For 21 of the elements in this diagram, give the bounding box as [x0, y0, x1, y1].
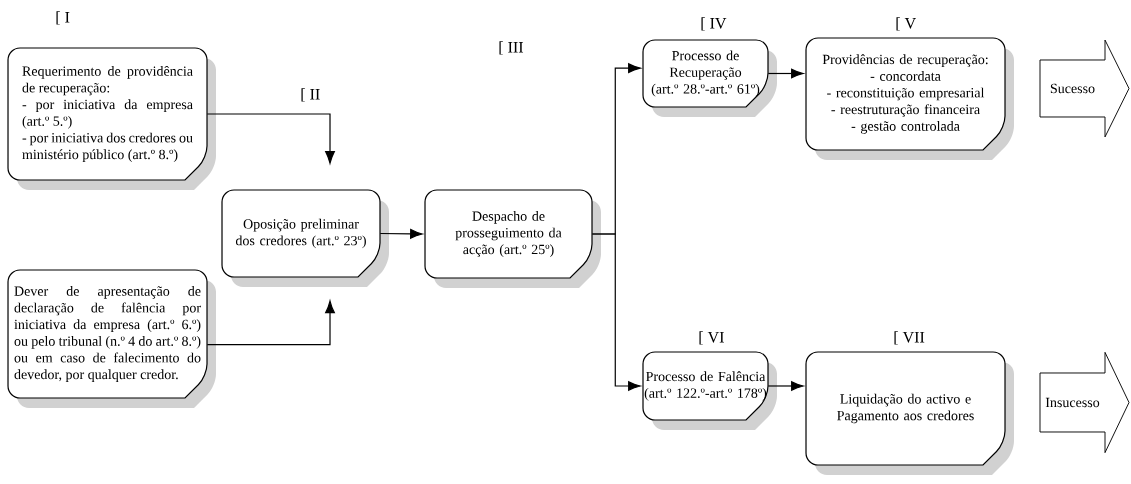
process-box: Requerimento de providência de recuperação: - por iniciativa da empresa (art.º 5.º) - por iniciativa dos credores ou ministério público (art.º 8.º) [7, 47, 216, 190]
process-box: Oposição preliminar dos credores (art.º 23º) [221, 189, 389, 287]
arrow [206, 113, 335, 164]
stage-number: [ II [301, 88, 320, 102]
arrow [206, 300, 335, 346]
arrow [767, 381, 804, 391]
stage-number: [ VI [699, 331, 724, 345]
process-box: Processo de Recuperação (art.º 28.º-art.º 61º) [642, 39, 777, 117]
arrow [379, 228, 423, 239]
process-box: Processo de Falência (art.º 122.º-art.º 178º) [642, 351, 777, 430]
stage-number: [ III [499, 41, 524, 55]
stage-number: [ V [896, 17, 916, 31]
stage-number: [ IV [701, 17, 727, 31]
stage-number: [ VII [894, 331, 925, 345]
arrow [591, 233, 641, 391]
arrow [767, 68, 804, 79]
process-box: Despacho de prosseguimento da acção (art.º 25º) [424, 189, 601, 288]
stage-number: [ I [56, 11, 70, 25]
process-box: Providências de recuperação: - concordata - reconstituição empresarial - reestruturação financeira - gestão controlada [805, 37, 1014, 160]
process-box: Liquidação do activo e Pagamento aos credores [805, 351, 1014, 475]
process-box: Dever de apresentação de declaração de falência por iniciativa da empresa (art.º 6.º) ou pelo tribunal (n.º 4 do art.º 8.º) ou em caso de falecimento do devedor, por qualquer credor. [7, 269, 216, 408]
